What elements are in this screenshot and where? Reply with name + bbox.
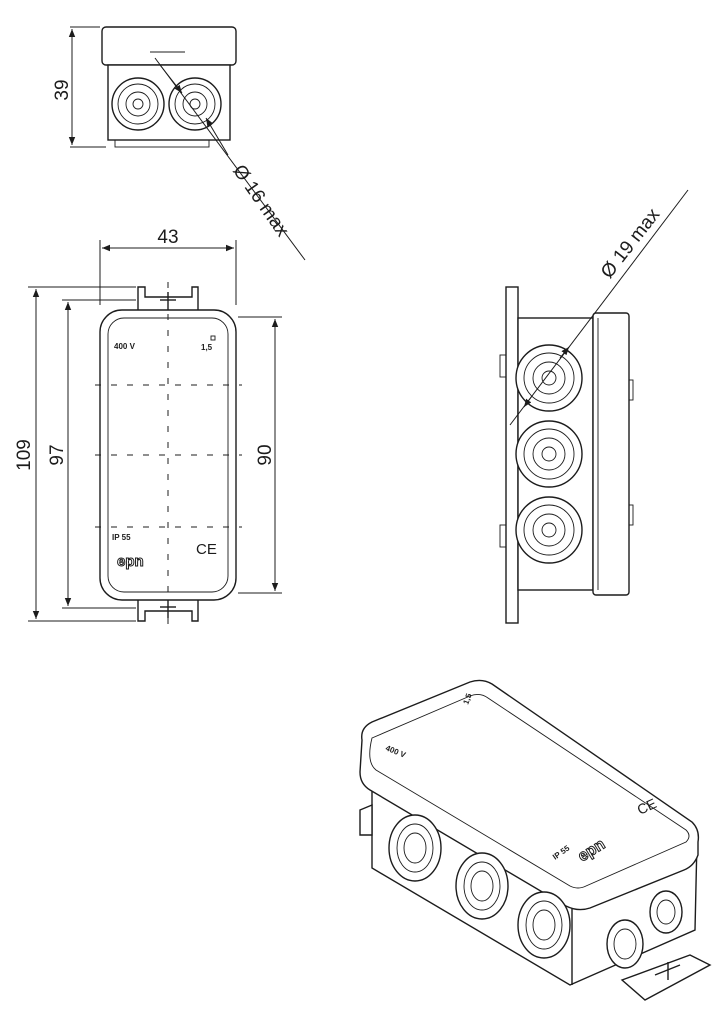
end-gland-right xyxy=(168,77,222,131)
iso-ce-marking: CE xyxy=(635,795,659,818)
side-lid xyxy=(592,312,630,596)
side-gland-1 xyxy=(515,344,583,412)
iso-section-marking: 1,5 xyxy=(461,692,473,706)
side-gland-2 xyxy=(515,420,583,488)
end-view-lid xyxy=(101,26,237,66)
ip-marking: IP 55 xyxy=(112,533,131,542)
dim-109-label: 109 xyxy=(14,439,35,471)
dim-90-label: 90 xyxy=(255,444,276,465)
top-view: 400 V 1,5 IP 55 CE epn 43 109 97 90 xyxy=(14,227,282,625)
iso-gland-end-2 xyxy=(649,890,683,934)
iso-lid-top xyxy=(369,693,690,889)
dim-39-label: 39 xyxy=(52,79,73,100)
square-mm-symbol xyxy=(210,335,216,341)
iso-gland-2 xyxy=(455,852,509,920)
end-gland-left xyxy=(111,77,165,131)
side-gland-3 xyxy=(515,496,583,564)
dim-16-label: Ø 16 max xyxy=(228,161,293,241)
ce-marking: CE xyxy=(196,541,217,558)
iso-lid xyxy=(359,679,700,911)
side-view: Ø 19 max xyxy=(499,189,689,624)
iso-gland-1 xyxy=(388,814,442,882)
end-view: 39 Ø 16 max xyxy=(52,26,306,261)
iso-gland-3 xyxy=(517,891,571,959)
isometric-view: 400 V 1,5 IP 55 CE epn xyxy=(359,679,712,1001)
brand-logo: epn xyxy=(117,553,144,570)
section-marking: 1,5 xyxy=(201,343,213,352)
mount-tab-bottom xyxy=(137,597,199,622)
voltage-marking: 400 V xyxy=(114,342,136,351)
iso-gland-end-1 xyxy=(606,919,644,969)
dim-19-leader xyxy=(509,189,689,426)
dim-43-label: 43 xyxy=(157,227,178,248)
dim-97-label: 97 xyxy=(47,444,68,465)
dim-19-label: Ø 19 max xyxy=(597,204,665,282)
